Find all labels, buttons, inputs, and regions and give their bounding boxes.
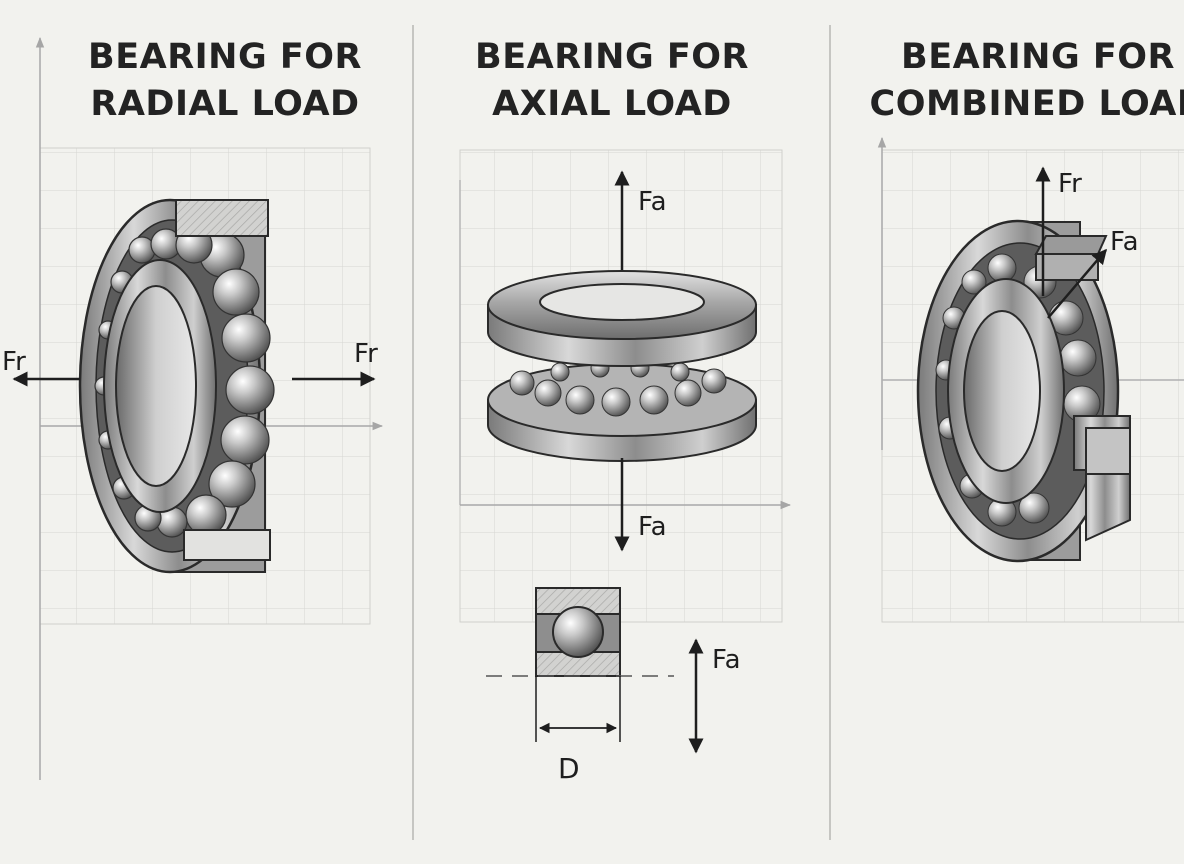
title-line-1: BEARING FOR <box>88 37 362 77</box>
bore <box>963 310 1041 472</box>
ball <box>674 379 702 407</box>
ball <box>212 268 260 316</box>
panel-combined: Fr Fa <box>877 136 1184 623</box>
ball <box>565 385 595 415</box>
section-block-top <box>1035 253 1099 281</box>
ball <box>220 415 270 465</box>
combined-bearing <box>916 219 1131 563</box>
ball <box>987 253 1017 283</box>
ball <box>1059 339 1097 377</box>
bore <box>115 285 197 487</box>
ball <box>221 313 271 363</box>
label-section-force: Fa <box>712 645 741 675</box>
panel-axial: Fa Fa D Fa <box>459 149 792 785</box>
label-dimension: D <box>558 752 580 785</box>
label-force-right: Fr <box>354 339 378 369</box>
title-line-2: COMBINED LOAD <box>869 84 1184 124</box>
section-block-side <box>1085 427 1131 475</box>
section-cutaway-top <box>1034 235 1108 255</box>
title-line-2: RADIAL LOAD <box>90 84 360 124</box>
label-force-radial: Fr <box>1058 169 1082 199</box>
radial-bearing <box>78 198 275 574</box>
ball <box>509 370 535 396</box>
panel-title-combined: BEARING FOR COMBINED LOAD <box>858 34 1184 128</box>
ball <box>670 362 690 382</box>
force-arrow-axial <box>1047 248 1107 319</box>
ball <box>534 379 562 407</box>
ball <box>639 385 669 415</box>
ball <box>550 362 570 382</box>
section-block-bottom <box>183 529 271 561</box>
title-line-2: AXIAL LOAD <box>492 84 732 124</box>
label-force-axial: Fa <box>1110 227 1139 257</box>
title-line-1: BEARING FOR <box>901 37 1175 77</box>
section-detail: D Fa <box>486 587 741 785</box>
ball <box>225 365 275 415</box>
ball <box>1018 492 1050 524</box>
upper-washer-hole <box>539 283 705 321</box>
panel-radial: Fr Fr <box>2 36 384 780</box>
section-block-top <box>175 199 269 237</box>
label-force-left: Fr <box>2 347 26 377</box>
ball <box>601 387 631 417</box>
ball <box>961 269 987 295</box>
ball <box>208 460 256 508</box>
ball <box>701 368 727 394</box>
panel-title-radial: BEARING FOR RADIAL LOAD <box>40 34 410 128</box>
label-force-top: Fa <box>638 187 667 217</box>
thrust-bearing <box>487 270 757 462</box>
panel-title-axial: BEARING FOR AXIAL LOAD <box>416 34 808 128</box>
label-force-bottom: Fa <box>638 512 667 542</box>
section-ball <box>552 606 604 658</box>
title-line-1: BEARING FOR <box>475 37 749 77</box>
